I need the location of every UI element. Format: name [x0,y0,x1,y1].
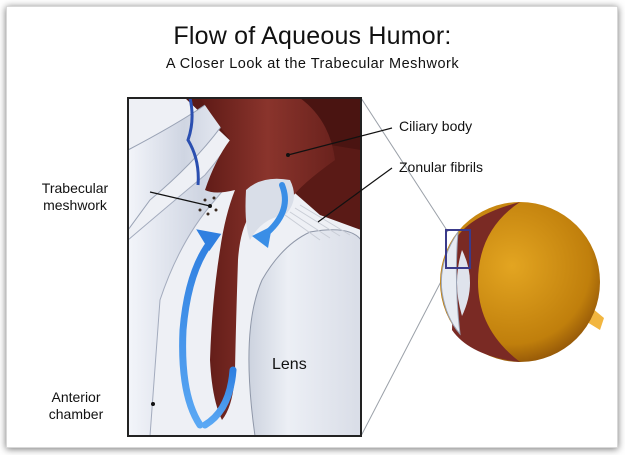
label-trabecular-line1: Trabecular [25,180,125,197]
zoom-guide-lines [361,98,448,436]
label-trabecular-line2: meshwork [25,197,125,214]
eye-inset [440,202,604,362]
label-anterior-line2: chamber [36,406,116,423]
label-ciliary-body: Ciliary body [399,118,472,135]
label-lens: Lens [272,356,307,373]
label-trabecular-meshwork: Trabecular meshwork [25,180,125,214]
label-anterior-line1: Anterior [36,389,116,406]
magnified-panel [128,98,361,436]
label-anterior-chamber: Anterior chamber [36,389,116,423]
label-zonular-fibrils: Zonular fibrils [399,159,483,176]
